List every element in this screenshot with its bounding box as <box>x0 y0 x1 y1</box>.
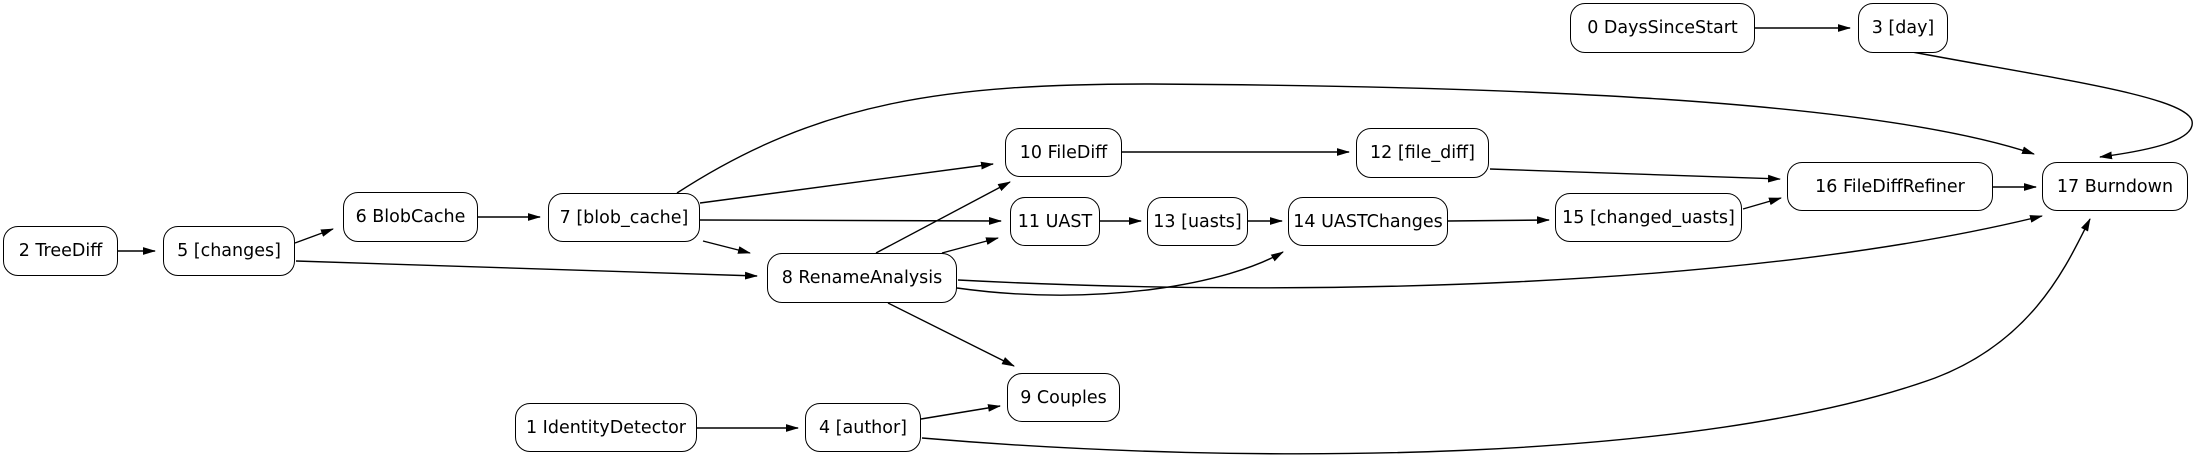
node-3-day: 3 [day] <box>1858 3 1948 53</box>
node-label: 0 DaysSinceStart <box>1587 18 1738 38</box>
node-9-couples: 9 Couples <box>1007 373 1120 422</box>
node-label: 14 UASTChanges <box>1293 211 1443 232</box>
node-label: 7 [blob_cache] <box>559 207 689 228</box>
edge-15-16 <box>1742 197 1782 210</box>
node-label: 11 UAST <box>1017 211 1093 232</box>
node-label: 2 TreeDiff <box>18 241 103 261</box>
node-1-identitydetector: 1 IdentityDetector <box>515 403 697 452</box>
node-12-file-diff: 12 [file_diff] <box>1356 128 1489 178</box>
node-label: 3 [day] <box>1871 18 1935 38</box>
node-label: 13 [uasts] <box>1153 211 1242 232</box>
node-14-uastchanges: 14 UASTChanges <box>1288 197 1448 246</box>
node-label: 8 RenameAnalysis <box>781 268 943 288</box>
node-4-author: 4 [author] <box>805 403 921 452</box>
edge-8-10 <box>875 181 1011 254</box>
node-label: 1 IdentityDetector <box>525 417 687 438</box>
edge-4-9 <box>920 404 1001 420</box>
edge-7-11 <box>699 217 1002 225</box>
node-0-dayssincestart: 0 DaysSinceStart <box>1570 3 1755 53</box>
node-16-filediffrefiner: 16 FileDiffRefiner <box>1787 162 1993 211</box>
edge-7-10 <box>699 161 994 204</box>
edge-3-17 <box>1906 50 2193 160</box>
node-15-changed-uasts: 15 [changed_uasts] <box>1555 193 1742 242</box>
edge-8-14 <box>956 251 1284 296</box>
node-label: 16 FileDiffRefiner <box>1815 176 1965 197</box>
node-2-treediff: 2 TreeDiff <box>3 226 118 276</box>
node-17-burndown: 17 Burndown <box>2042 162 2188 211</box>
node-11-uast: 11 UAST <box>1010 197 1100 246</box>
node-13-uasts: 13 [uasts] <box>1147 197 1248 246</box>
node-5-changes: 5 [changes] <box>163 226 295 276</box>
edge-7-17 <box>676 83 2035 194</box>
node-label: 6 BlobCache <box>355 207 466 227</box>
node-label: 4 [author] <box>818 417 908 438</box>
node-label: 12 [file_diff] <box>1370 143 1475 163</box>
node-10-filediff: 10 FileDiff <box>1005 128 1122 177</box>
edge-8-9 <box>887 302 1015 367</box>
node-label: 9 Couples <box>1020 387 1107 408</box>
edge-5-8 <box>295 260 758 280</box>
edge-12-16 <box>1489 168 1781 183</box>
edge-4-17 <box>921 218 2091 455</box>
node-8-renameanalysis: 8 RenameAnalysis <box>767 253 957 303</box>
edge-8-17 <box>957 215 2043 289</box>
node-7-blob-cache: 7 [blob_cache] <box>548 193 700 242</box>
edge-8-11 <box>941 237 999 254</box>
edge-7-8 <box>702 240 751 254</box>
node-label: 10 FileDiff <box>1019 142 1108 163</box>
node-label: 15 [changed_uasts] <box>1562 207 1735 228</box>
edge-14-15 <box>1447 216 1550 225</box>
node-label: 17 Burndown <box>2056 176 2174 197</box>
node-label: 5 [changes] <box>177 241 281 261</box>
node-6-blobcache: 6 BlobCache <box>343 192 478 242</box>
edge-5-6 <box>294 228 334 244</box>
